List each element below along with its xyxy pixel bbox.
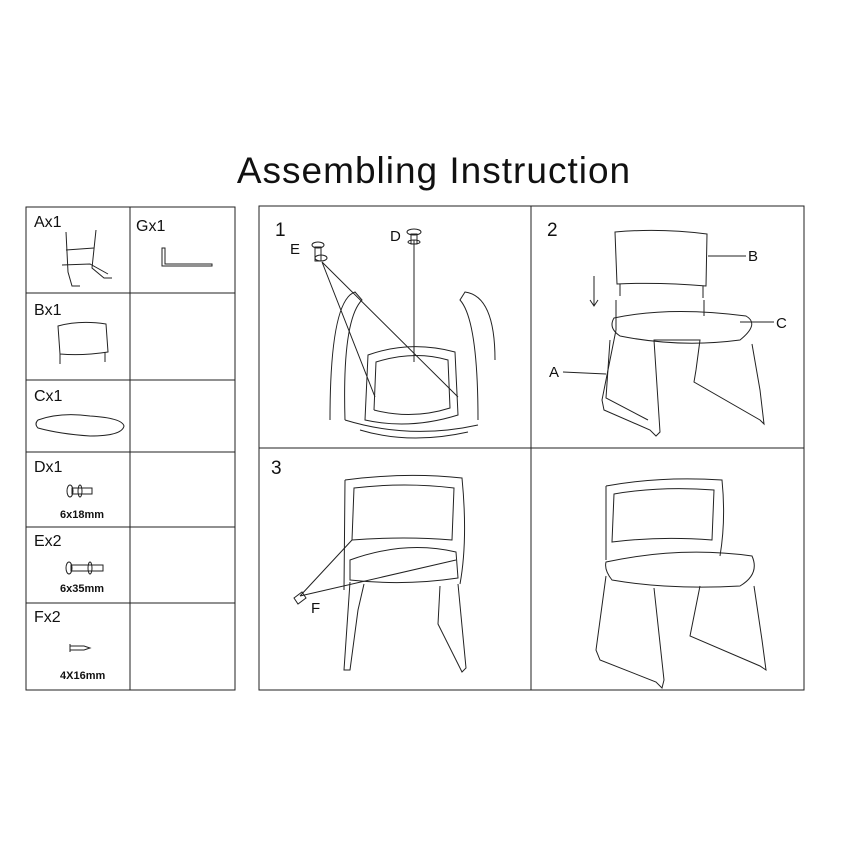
part-f-size: 4X16mm <box>60 670 106 682</box>
step-3-number: 3 <box>271 458 282 479</box>
part-c-seat-drawing <box>35 414 125 437</box>
callout-f: F <box>311 600 321 617</box>
callout-c: C <box>776 315 787 332</box>
part-a-frame-drawing <box>61 229 112 287</box>
part-b-backrest-drawing <box>57 321 109 364</box>
allen-key-drawing <box>161 247 213 267</box>
part-b-label: Bx1 <box>34 302 62 319</box>
part-g-label: Gx1 <box>136 218 166 235</box>
step1-drawing <box>311 228 496 439</box>
part-c-label: Cx1 <box>34 388 63 405</box>
step-1-number: 1 <box>275 220 286 241</box>
callout-d: D <box>390 228 401 245</box>
step3-drawing <box>293 474 467 673</box>
part-f-label: Fx2 <box>34 609 61 626</box>
part-d-label: Dx1 <box>34 459 63 476</box>
steps-grid <box>258 205 805 691</box>
callout-b: B <box>748 248 759 265</box>
page-title: Assembling Instruction <box>236 150 632 191</box>
part-a-label: Ax1 <box>34 214 62 231</box>
callout-a: A <box>549 364 560 381</box>
part-d-size: 6x18mm <box>60 509 105 521</box>
step-2-number: 2 <box>547 220 558 241</box>
bolt-d-drawing <box>66 484 93 498</box>
step4-assembled-drawing <box>595 478 767 689</box>
step2-drawing <box>589 229 765 437</box>
part-e-size: 6x35mm <box>60 583 105 595</box>
parts-table-grid <box>25 206 236 691</box>
callout-e: E <box>290 241 301 258</box>
part-e-label: Ex2 <box>34 533 62 550</box>
screw-f-drawing <box>69 644 92 652</box>
bolt-e-drawing <box>65 561 104 575</box>
